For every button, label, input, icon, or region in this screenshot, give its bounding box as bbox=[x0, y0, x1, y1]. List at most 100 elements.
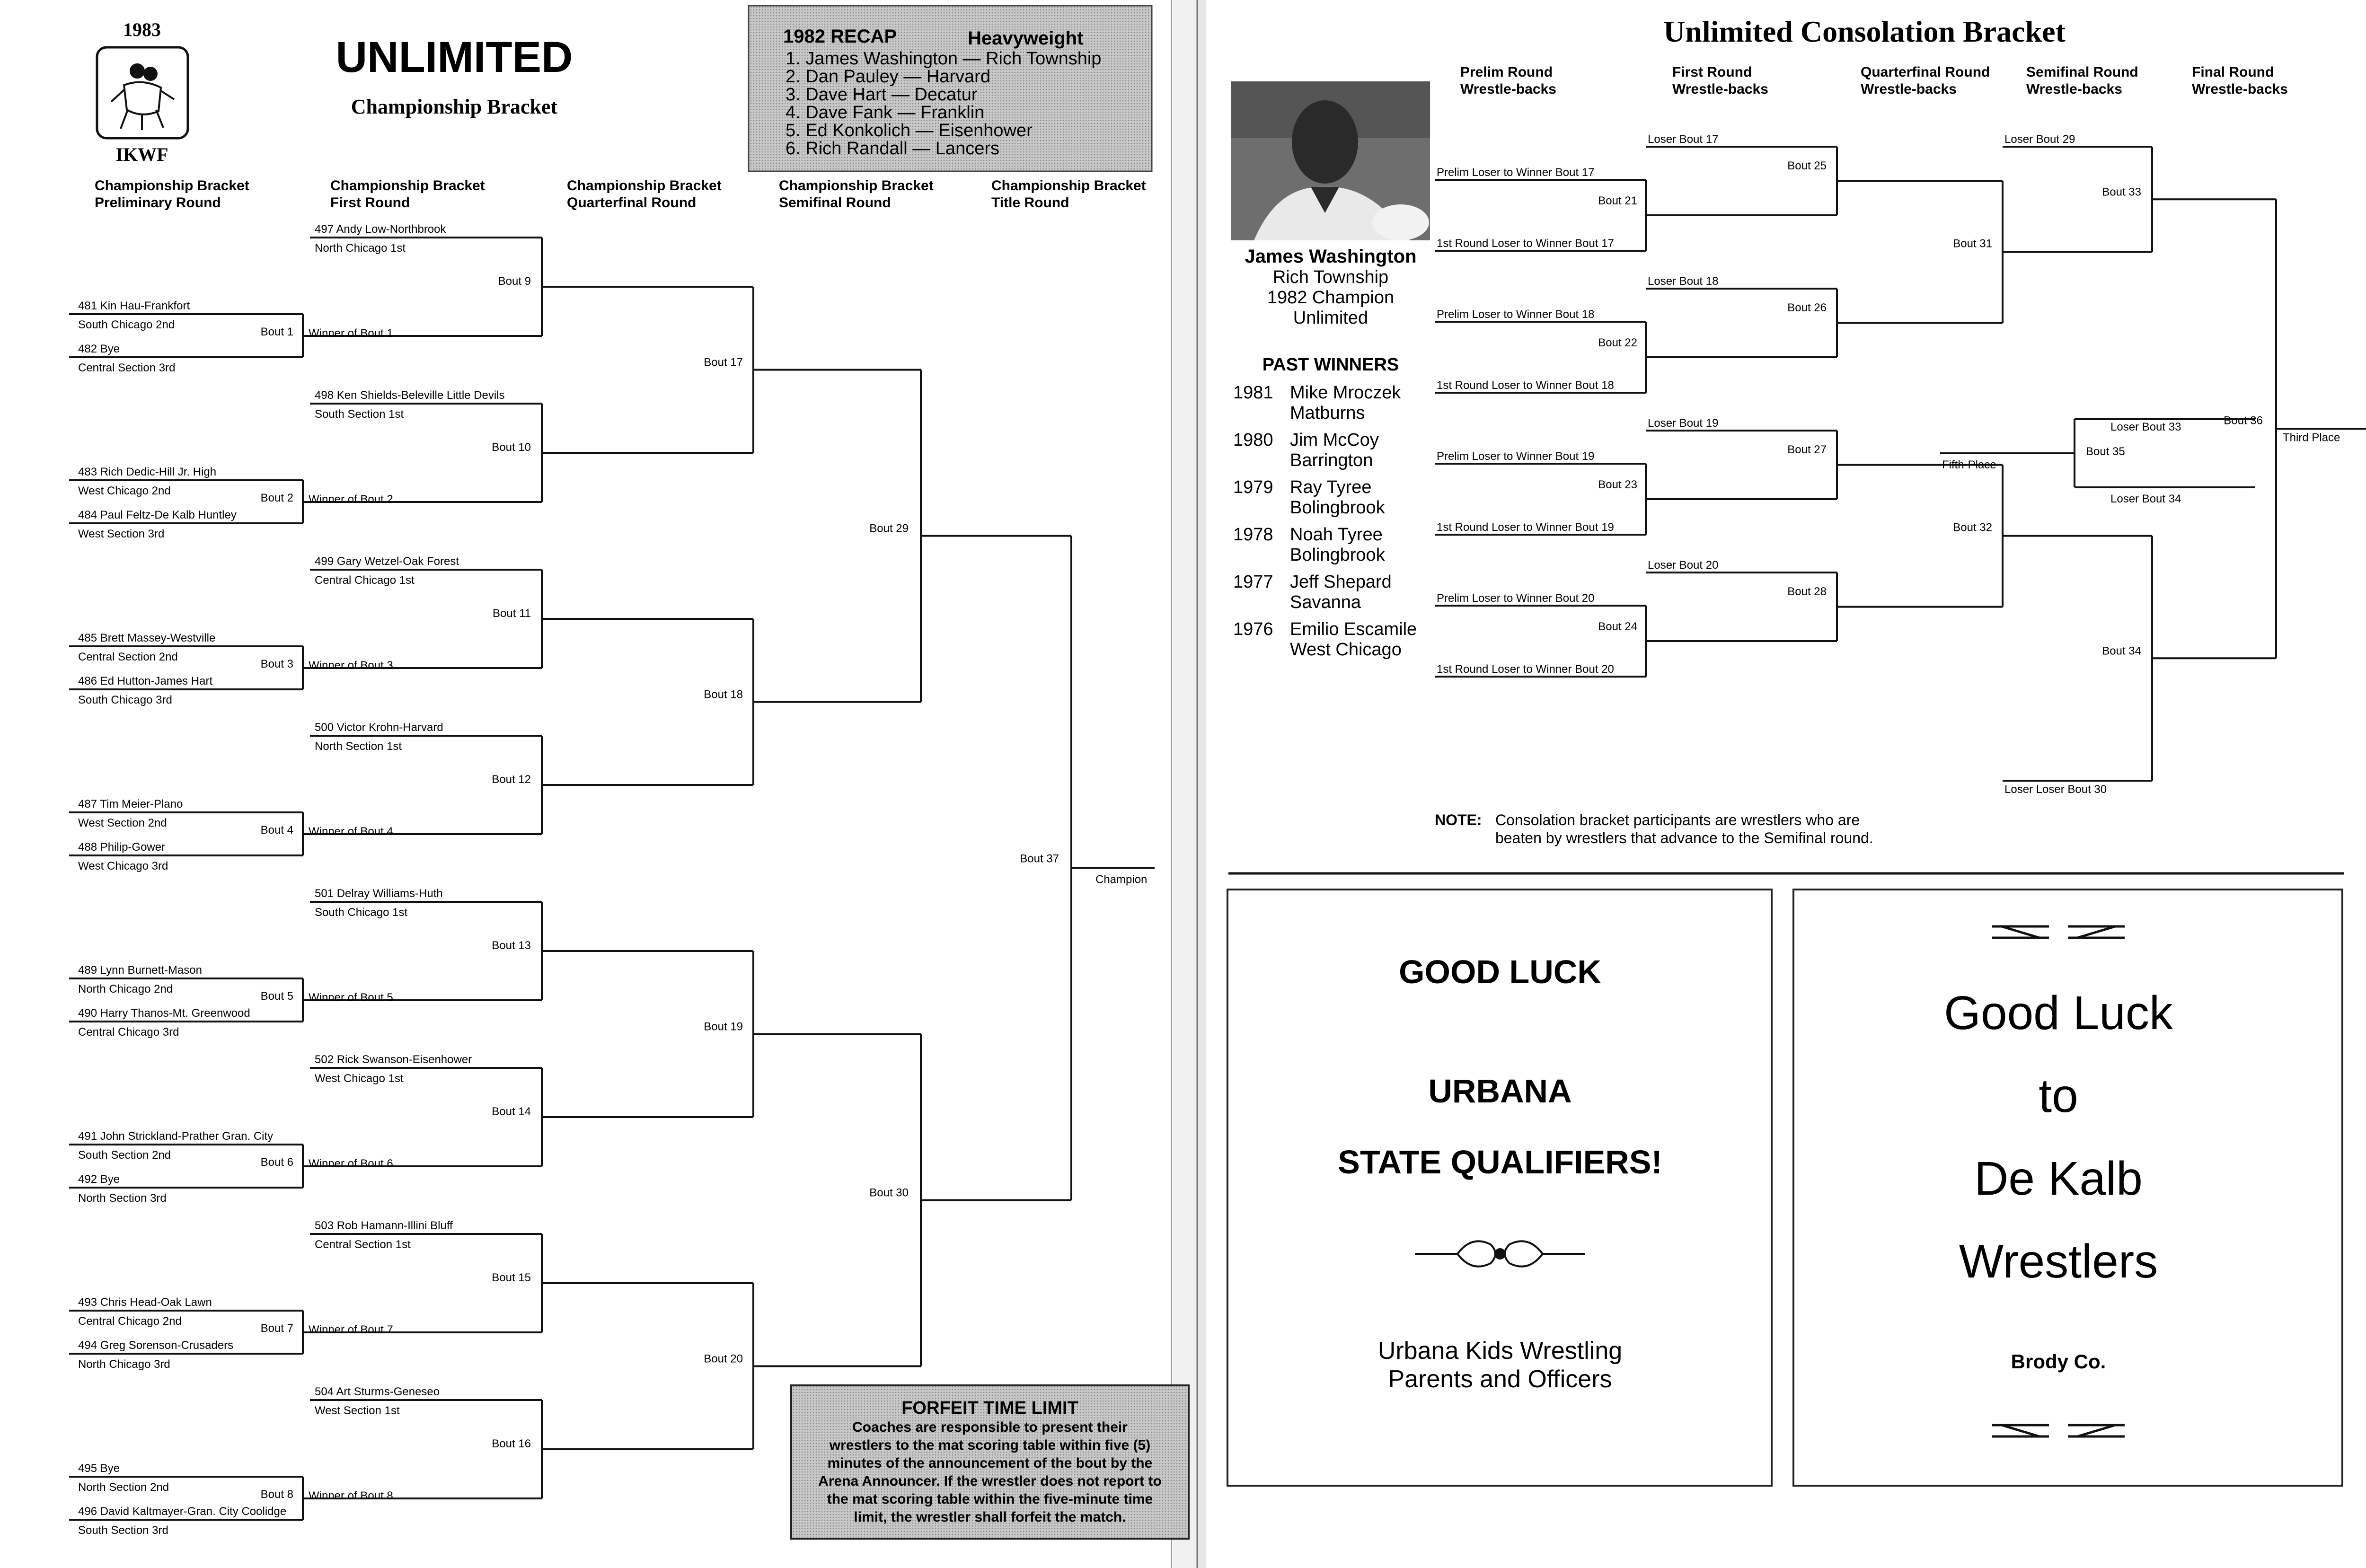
note-line-2: beaten by wrestlers that advance to the … bbox=[1495, 829, 1873, 846]
cons-prelim-bout-label: Bout 23 bbox=[1598, 478, 1637, 491]
recap-box: 1982 RECAP Heavyweight 1. James Washingt… bbox=[748, 5, 1153, 172]
forfeit-line: minutes of the announcement of the bout … bbox=[828, 1455, 1153, 1471]
quarter-bout-label: Bout 20 bbox=[704, 1353, 743, 1365]
first-round-wrestler: 497 Andy Low-Northbrook bbox=[315, 223, 447, 236]
first-round-winner-label: Winner of Bout 4 bbox=[309, 825, 393, 838]
consolation-header-line-2: Wrestle-backs bbox=[1861, 81, 1957, 97]
round-header-line-1: Championship Bracket bbox=[567, 178, 722, 194]
prelim-bottom-wrestler: 494 Greg Sorenson-Crusaders bbox=[78, 1339, 233, 1352]
champion-photo bbox=[1231, 81, 1430, 240]
prelim-top-section: Central Chicago 2nd bbox=[78, 1315, 182, 1328]
cons-prelim-bout-label: Bout 22 bbox=[1598, 336, 1637, 349]
ornament-top-icon bbox=[1992, 925, 2125, 939]
cons-prelim-top-label: Prelim Loser to Winner Bout 20 bbox=[1437, 592, 1594, 605]
cons-prelim-bout-label: Bout 21 bbox=[1598, 194, 1637, 207]
prelim-top-section: West Chicago 2nd bbox=[78, 484, 171, 497]
quarter-bout-label: Bout 17 bbox=[704, 356, 743, 369]
urbana-ad-line-1: GOOD LUCK bbox=[1399, 953, 1601, 990]
urbana-ad-line-2: URBANA bbox=[1428, 1073, 1571, 1110]
first-round-winner-label: Winner of Bout 7 bbox=[309, 1323, 393, 1336]
first-round-wrestler: 504 Art Sturms-Geneseo bbox=[315, 1385, 440, 1398]
prelim-bout-label: Bout 4 bbox=[261, 824, 293, 837]
prelim-top-section: North Chicago 2nd bbox=[78, 983, 173, 995]
past-winner-school: West Chicago bbox=[1290, 640, 1402, 660]
dekalb-ad-line-2: to bbox=[2039, 1069, 2078, 1122]
cons-semi-loser-label: Loser Loser Bout 30 bbox=[2004, 783, 2107, 796]
cons-prelim-bottom-label: 1st Round Loser to Winner Bout 20 bbox=[1437, 663, 1614, 676]
prelim-top-section: West Section 2nd bbox=[78, 817, 167, 829]
cons-prelim-top-label: Prelim Loser to Winner Bout 18 bbox=[1437, 308, 1594, 321]
first-round-winner-label: Winner of Bout 5 bbox=[309, 991, 393, 1004]
prelim-top-wrestler: 489 Lynn Burnett-Mason bbox=[78, 964, 202, 977]
cons-prelim-bottom-label: 1st Round Loser to Winner Bout 17 bbox=[1437, 237, 1614, 250]
cons-semi-loser-label: Loser Bout 29 bbox=[2004, 133, 2075, 146]
prelim-bout-label: Bout 7 bbox=[261, 1322, 293, 1335]
semi-bout-label: Bout 29 bbox=[869, 522, 909, 535]
prelim-bottom-wrestler: 488 Philip-Gower bbox=[78, 841, 165, 854]
recap-line: 2. Dan Pauley — Harvard bbox=[786, 67, 990, 87]
cons-first-bout-label: Bout 26 bbox=[1787, 301, 1827, 314]
round-header-line-2: Semifinal Round bbox=[779, 195, 891, 211]
past-winner-name: Mike Mroczek bbox=[1290, 383, 1401, 403]
urbana-ad-frame bbox=[1227, 889, 1773, 1487]
first-round-section: Central Section 1st bbox=[315, 1238, 411, 1251]
prelim-top-wrestler: 491 John Strickland-Prather Gran. City bbox=[78, 1130, 273, 1143]
champion-weight: Unlimited bbox=[1293, 308, 1368, 328]
past-winner-year: 1981 bbox=[1233, 383, 1273, 403]
prelim-bottom-wrestler: 486 Ed Hutton-James Hart bbox=[78, 675, 212, 687]
past-winner-name: Ray Tyree bbox=[1290, 477, 1371, 497]
consolation-header-line-2: Wrestle-backs bbox=[1672, 81, 1768, 97]
cons-first-loser-label: Loser Bout 19 bbox=[1648, 417, 1718, 430]
dekalb-ad-line-1: Good Luck bbox=[1944, 987, 2173, 1039]
first-round-wrestler: 498 Ken Shields-Beleville Little Devils bbox=[315, 389, 505, 402]
bracket-subtitle: Championship Bracket bbox=[351, 95, 558, 118]
cons-final-bout-label: Bout 36 bbox=[2224, 414, 2263, 427]
urbana-ad: GOOD LUCK URBANA STATE QUALIFIERS! Urban… bbox=[1227, 889, 1773, 1487]
prelim-bottom-section: West Section 3rd bbox=[78, 528, 164, 540]
first-round-bout-label: Bout 12 bbox=[492, 773, 531, 786]
urbana-ad-line-3: STATE QUALIFIERS! bbox=[1338, 1144, 1662, 1180]
first-round-section: North Section 1st bbox=[315, 740, 402, 753]
ikwf-logo bbox=[96, 46, 189, 140]
fifth-top-label: Loser Bout 33 bbox=[2110, 421, 2181, 433]
prelim-bout-label: Bout 1 bbox=[261, 326, 293, 338]
dekalb-ad-line-3: De Kalb bbox=[1974, 1152, 2143, 1205]
prelim-bottom-wrestler: 496 David Kaltmayer-Gran. City Coolidge bbox=[78, 1505, 286, 1518]
quarter-bout-label: Bout 19 bbox=[704, 1021, 743, 1033]
org-label: IKWF bbox=[115, 144, 168, 165]
prelim-bottom-wrestler: 482 Bye bbox=[78, 343, 120, 355]
consolation-header-line-1: Semifinal Round bbox=[2026, 64, 2138, 80]
recap-line: 4. Dave Fank — Franklin bbox=[786, 103, 984, 123]
prelim-top-wrestler: 495 Bye bbox=[78, 1462, 120, 1475]
cons-semi-bout-label: Bout 33 bbox=[2102, 185, 2141, 198]
recap-line: 5. Ed Konkolich — Eisenhower bbox=[786, 121, 1033, 141]
round-header-line-2: Preliminary Round bbox=[95, 195, 221, 211]
prelim-bottom-section: West Chicago 3rd bbox=[78, 860, 168, 872]
first-round-winner-label: Winner of Bout 6 bbox=[309, 1157, 393, 1170]
prelim-bottom-section: North Section 3rd bbox=[78, 1192, 167, 1205]
prelim-bottom-section: North Chicago 3rd bbox=[78, 1358, 170, 1371]
past-winner-name: Jeff Shepard bbox=[1290, 572, 1392, 592]
prelim-bout-label: Bout 3 bbox=[261, 658, 293, 670]
first-round-section: North Chicago 1st bbox=[315, 242, 406, 255]
past-winners-heading: PAST WINNERS bbox=[1262, 355, 1399, 375]
weight-class-title: UNLIMITED bbox=[336, 33, 573, 81]
past-winner-year: 1980 bbox=[1233, 430, 1273, 450]
champion-label: Champion bbox=[1095, 873, 1147, 886]
past-winner-year: 1976 bbox=[1233, 619, 1273, 639]
recap-weight: Heavyweight bbox=[968, 28, 1084, 49]
past-winner-school: Matburns bbox=[1290, 403, 1365, 423]
recap-line: 3. Dave Hart — Decatur bbox=[786, 85, 978, 105]
prelim-top-wrestler: 487 Tim Meier-Plano bbox=[78, 798, 183, 810]
prelim-top-wrestler: 485 Brett Massey-Westville bbox=[78, 632, 215, 644]
first-round-bout-label: Bout 15 bbox=[492, 1271, 531, 1284]
first-round-bout-label: Bout 14 bbox=[492, 1105, 531, 1118]
first-round-wrestler: 502 Rick Swanson-Eisenhower bbox=[315, 1053, 472, 1066]
dekalb-ad-sponsor: Brody Co. bbox=[2011, 1350, 2106, 1373]
cons-semi-bout-label: Bout 34 bbox=[2102, 644, 2141, 657]
